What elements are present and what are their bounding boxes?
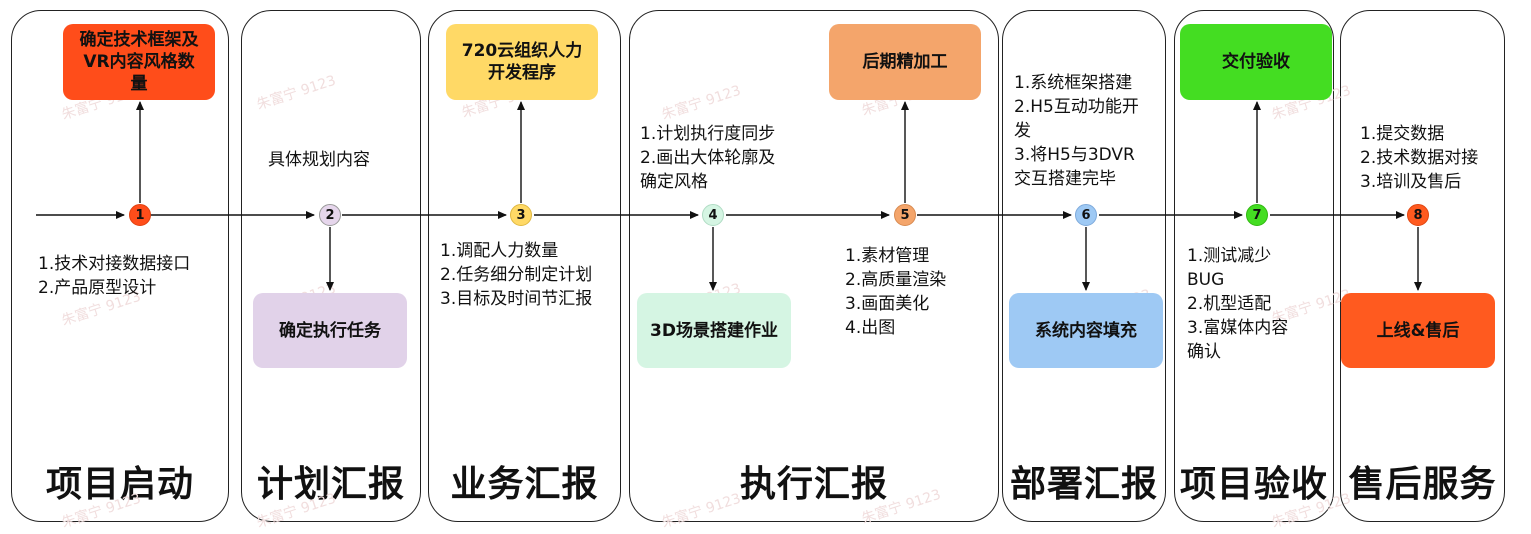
box-post-processing: 后期精加工: [829, 24, 981, 100]
desc-step-3: 1.调配人力数量 2.任务细分制定计划 3.目标及时间节汇报: [440, 241, 593, 309]
box-confirm-tasks: 确定执行任务: [253, 293, 407, 368]
phase-business-report: 业务汇报: [428, 10, 621, 522]
phase-title: 项目启动: [45, 464, 194, 505]
phase-plan-report: 计划汇报: [241, 10, 421, 522]
phase-title: 项目验收: [1179, 464, 1328, 505]
step-5: 5: [894, 204, 916, 226]
step-2: 2: [319, 204, 341, 226]
step-4: 4: [702, 204, 724, 226]
step-8: 8: [1407, 204, 1429, 226]
desc-step-6: 1.系统框架搭建 2.H5互动功能开 发 3.将H5与3DVR 交互搭建完毕: [1014, 73, 1139, 189]
desc-step-1: 1.技术对接数据接口 2.产品原型设计: [38, 254, 191, 298]
desc-step-8: 1.提交数据 2.技术数据对接 3.培训及售后: [1360, 124, 1479, 192]
box-3d-scene: 3D场景搭建作业: [637, 293, 791, 368]
phase-project-start: 项目启动: [11, 10, 229, 522]
box-launch-after-sales: 上线&售后: [1341, 293, 1495, 368]
phase-title: 售后服务: [1348, 464, 1497, 505]
box-720yun-dev: 720云组织人力 开发程序: [446, 24, 598, 100]
box-delivery-acceptance: 交付验收: [1180, 24, 1332, 100]
phase-deploy-report: 部署汇报: [1002, 10, 1166, 522]
phase-title: 业务汇报: [450, 464, 599, 505]
desc-step-4: 1.计划执行度同步 2.画出大体轮廓及 确定风格: [640, 124, 776, 192]
step-7: 7: [1246, 204, 1268, 226]
step-6: 6: [1075, 204, 1097, 226]
step-1: 1: [129, 204, 151, 226]
phase-title: 执行汇报: [739, 464, 888, 505]
phase-after-sales: 售后服务: [1340, 10, 1505, 522]
desc-step-7: 1.测试减少 BUG 2.机型适配 3.富媒体内容 确认: [1187, 246, 1289, 362]
desc-step-5: 1.素材管理 2.高质量渲染 3.画面美化 4.出图: [845, 246, 947, 338]
box-content-fill: 系统内容填充: [1009, 293, 1163, 368]
phase-title: 部署汇报: [1009, 464, 1158, 505]
step-3: 3: [510, 204, 532, 226]
desc-step-2: 具体规划内容: [268, 150, 370, 170]
box-tech-framework: 确定技术框架及 VR内容风格数 量: [63, 24, 215, 100]
phase-execution-report: 执行汇报: [629, 10, 999, 522]
phase-project-acceptance: 项目验收: [1174, 10, 1334, 522]
phase-title: 计划汇报: [256, 464, 405, 505]
